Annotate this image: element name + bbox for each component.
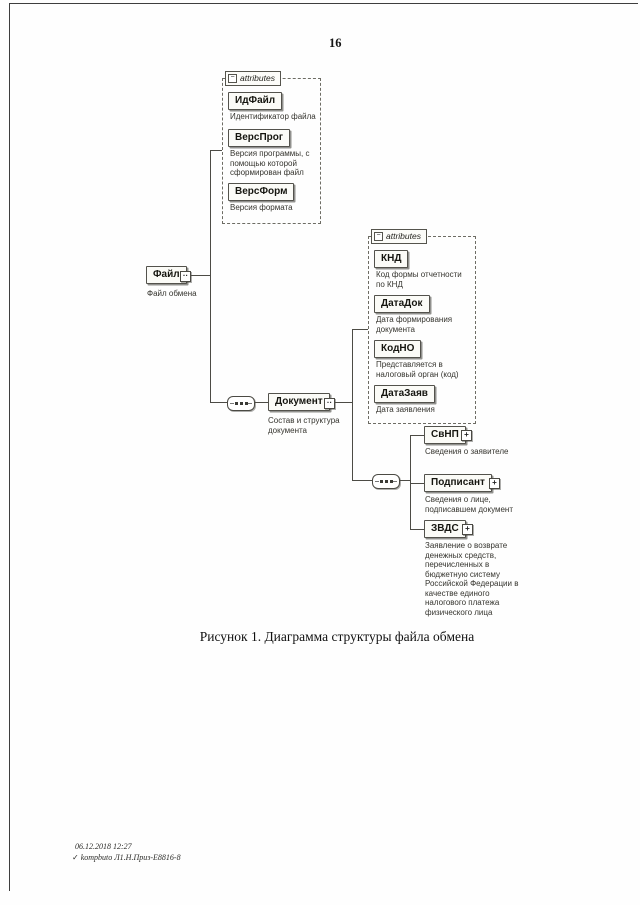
connector-line xyxy=(411,435,424,436)
connector-line xyxy=(211,402,227,403)
attribute-versform-desc: Версия формата xyxy=(230,203,293,212)
expand-icon: + xyxy=(462,524,473,535)
figure-caption: Рисунок 1. Диаграмма структуры файла обм… xyxy=(199,629,475,644)
attribute-datadok-desc: Дата формирования документа xyxy=(376,315,453,334)
element-svnp: СвНП xyxy=(424,426,466,444)
attributes-label: attributes xyxy=(386,231,421,241)
connector-line xyxy=(352,329,353,481)
element-podpisant-desc: Сведения о лице, подписавшем документ xyxy=(425,495,514,514)
collapse-icon: − xyxy=(228,74,237,83)
attribute-datazayav-desc: Дата заявления xyxy=(376,405,435,414)
attribute-idfile: ИдФайл xyxy=(228,92,283,110)
document-attributes-header: − attributes xyxy=(371,229,427,244)
connector-line xyxy=(353,329,368,330)
attribute-versprog: ВерсПрог xyxy=(228,129,291,147)
attribute-knd: КНД xyxy=(374,250,409,268)
connector-line xyxy=(411,483,424,484)
connector-line xyxy=(399,480,411,481)
connector-line xyxy=(334,402,352,403)
element-file-desc: Файл обмена xyxy=(147,289,197,298)
scan-border-top xyxy=(10,3,638,4)
attribute-datazayav: ДатаЗаяв xyxy=(374,385,435,403)
footer-datetime: 06.12.2018 12:27 xyxy=(75,842,132,851)
attribute-knd-desc: Код формы отчетности по КНД xyxy=(376,270,462,289)
element-svnp-desc: Сведения о заявителе xyxy=(425,447,509,456)
connector-line xyxy=(254,402,268,403)
connector-line xyxy=(410,435,411,530)
connector-line xyxy=(211,150,222,151)
expand-icon: + xyxy=(489,478,500,489)
element-podpisant: Подписант xyxy=(424,474,492,492)
connector-line xyxy=(353,480,372,481)
attributes-label: attributes xyxy=(240,73,275,83)
attribute-datadok: ДатаДок xyxy=(374,295,430,313)
stamp-icon: ✓ xyxy=(72,853,79,862)
expand-icon: + xyxy=(461,430,472,441)
sequence-icon xyxy=(227,396,255,411)
content-indicator-icon: ·· xyxy=(180,271,191,282)
attribute-kodno-desc: Представляется в налоговый орган (код) xyxy=(376,360,459,379)
element-document-desc: Состав и структура документа xyxy=(268,416,340,435)
attribute-kodno: КодНО xyxy=(374,340,422,358)
connector-line xyxy=(190,275,210,276)
element-zvds-desc: Заявление о возврате денежных средств, п… xyxy=(425,541,519,617)
collapse-icon: − xyxy=(374,232,383,241)
sequence-icon xyxy=(372,474,400,489)
connector-line xyxy=(210,150,211,403)
content-indicator-icon: ·· xyxy=(324,398,335,409)
footer-stamp-text: kompbuto Л1.Н.Приз-Е8816-8 xyxy=(80,853,181,862)
attribute-versform: ВерсФорм xyxy=(228,183,295,201)
element-document: Документ xyxy=(268,393,330,411)
element-zvds: ЗВДС xyxy=(424,520,466,538)
attribute-idfile-desc: Идентификатор файла xyxy=(230,112,316,121)
footer-stamp-line: ✓kompbuto Л1.Н.Приз-Е8816-8 xyxy=(72,853,181,863)
element-file: Файл xyxy=(146,266,187,284)
file-attributes-header: − attributes xyxy=(225,71,281,86)
scan-border-left xyxy=(9,3,10,891)
page-number: 16 xyxy=(329,36,342,50)
connector-line xyxy=(411,529,424,530)
attribute-versprog-desc: Версия программы, с помощью которой сфор… xyxy=(230,149,310,177)
